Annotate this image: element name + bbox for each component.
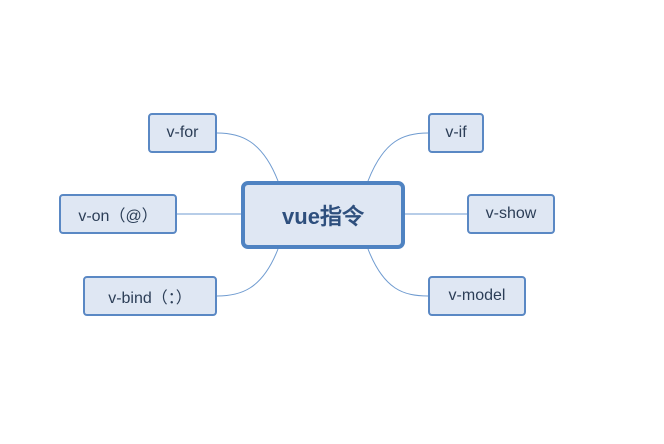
branch-label-von: v-on（@） (78, 208, 158, 225)
branch-label-vfor: v-for (166, 124, 199, 141)
connector-vmodel (367, 248, 429, 297)
branch-node-vshow[interactable]: v-show (467, 194, 555, 234)
branch-label-vbind: v-bind（：） (108, 290, 192, 307)
branch-label-vmodel: v-model (448, 287, 506, 304)
branch-node-vif[interactable]: v-if (428, 113, 484, 153)
connector-vbind (216, 248, 279, 297)
branch-label-vshow: v-show (485, 205, 537, 222)
branch-label-vif: v-if (445, 124, 467, 141)
central-topic-node[interactable]: vue指令 (241, 181, 405, 249)
branch-node-vmodel[interactable]: v-model (428, 276, 526, 316)
branch-node-von[interactable]: v-on（@） (59, 194, 177, 234)
connector-vfor (216, 132, 279, 182)
connector-vif (367, 132, 429, 182)
branch-node-vfor[interactable]: v-for (148, 113, 217, 153)
branch-node-vbind[interactable]: v-bind（：） (83, 276, 217, 316)
central-topic-label: vue指令 (282, 204, 364, 229)
